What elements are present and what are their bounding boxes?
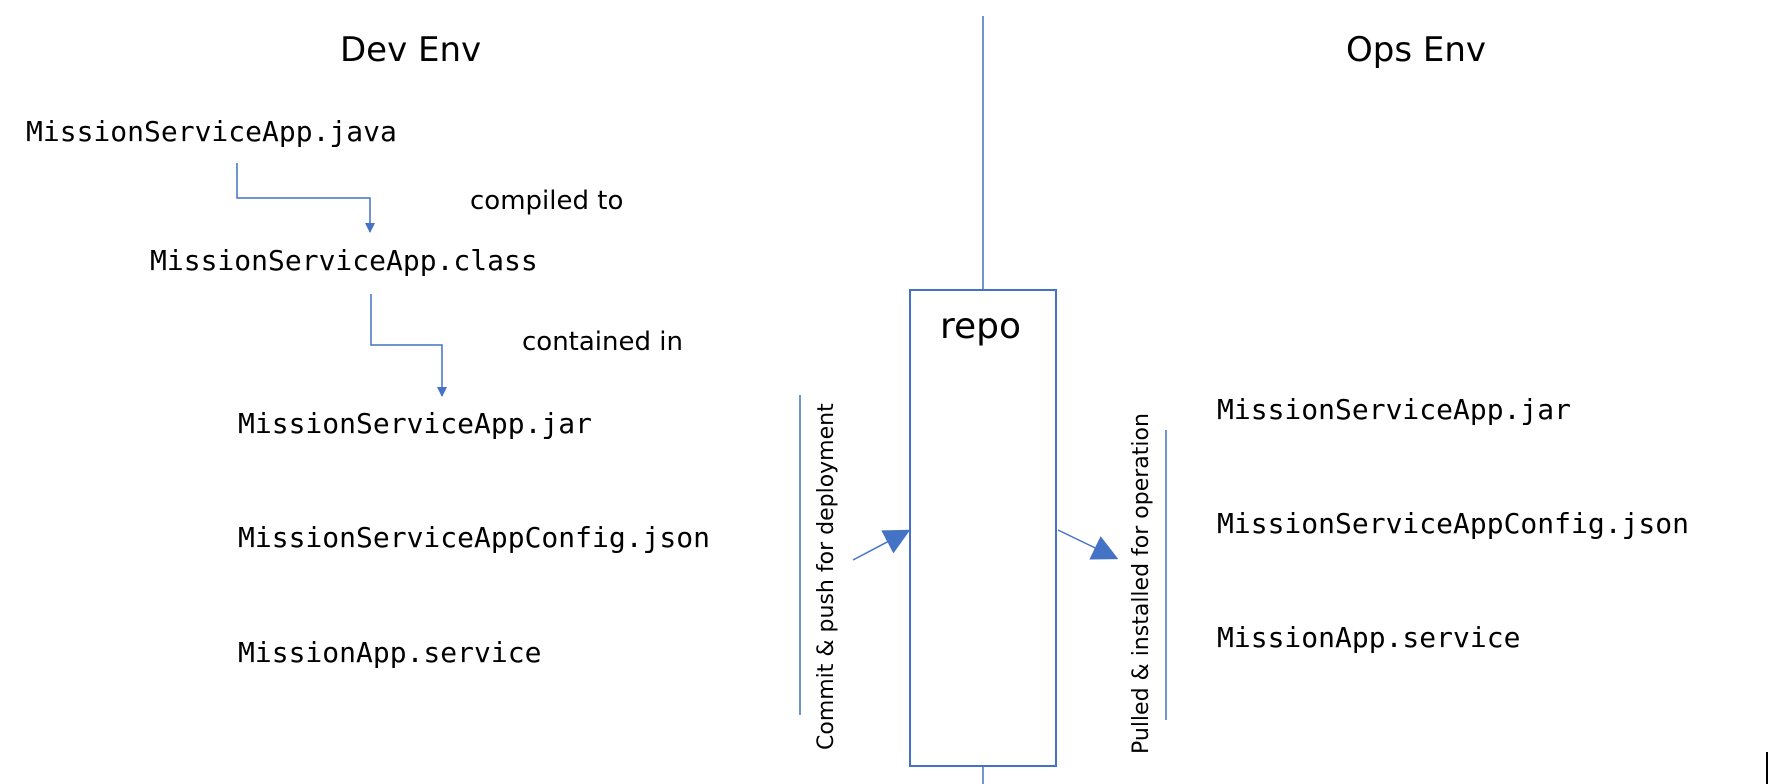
java-source-file: MissionServiceApp.java [26,115,397,148]
ops-artifact-jar: MissionServiceApp.jar [1217,393,1572,426]
contain-arrow [370,294,447,397]
repo-label: repo [940,306,1022,347]
ops-env-title: Ops Env [1346,30,1487,70]
dev-artifact-config: MissionServiceAppConfig.json [238,521,711,554]
ops-artifact-service: MissionApp.service [1217,621,1521,654]
contained-in-label: contained in [522,327,683,357]
repo-box [909,289,1057,767]
dev-artifact-service: MissionApp.service [238,636,542,669]
dev-env-title: Dev Env [340,30,482,70]
ops-artifact-config: MissionServiceAppConfig.json [1217,507,1690,540]
compiled-to-label: compiled to [470,186,624,216]
commit-push-label: Commit & push for deployment [814,403,839,750]
class-file: MissionServiceApp.class [150,244,538,277]
pull-arrow [1057,529,1119,560]
compile-arrow [236,163,375,233]
dev-artifact-jar: MissionServiceApp.jar [238,407,593,440]
commit-arrow [852,529,911,561]
pull-install-label: Pulled & installed for operation [1129,413,1154,754]
